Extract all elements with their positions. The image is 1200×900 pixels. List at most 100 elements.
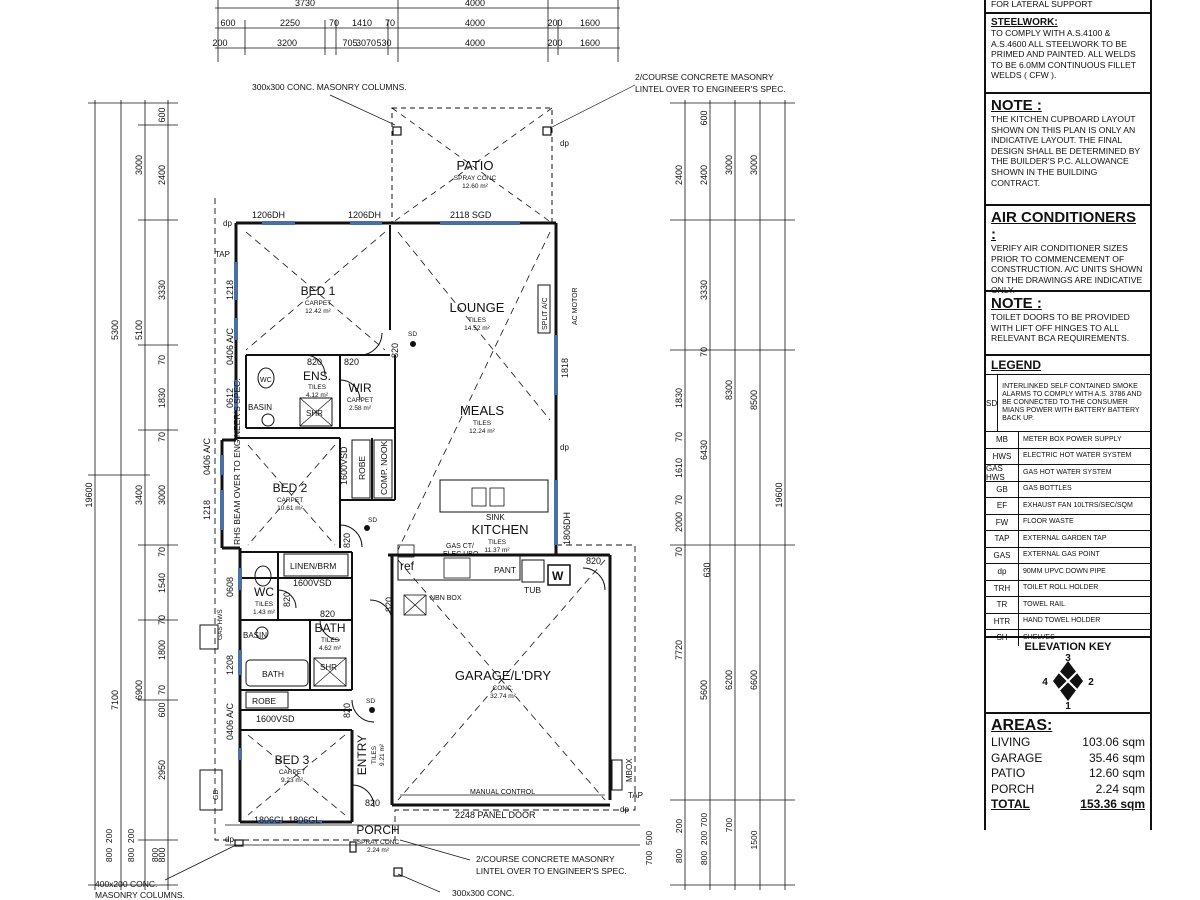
lintel-note: 2/COURSE CONCRETE MASONRY bbox=[476, 854, 615, 864]
door-dim: 820 bbox=[342, 703, 352, 718]
dim-top: 3730 bbox=[295, 0, 315, 8]
dim-right: 5600 bbox=[699, 680, 709, 700]
dim-right: 70 bbox=[699, 347, 709, 357]
dim-left: 3400 bbox=[134, 485, 144, 505]
dim-top: 4000 bbox=[465, 38, 485, 48]
room-finish: TILES bbox=[473, 420, 492, 427]
tap-label: TAP bbox=[628, 791, 643, 800]
dim-bottom: 200 bbox=[126, 829, 136, 843]
room-name-lounge: LOUNGE bbox=[450, 300, 505, 315]
dim-top: 3200 bbox=[277, 38, 297, 48]
dim-top: 70 bbox=[329, 18, 339, 28]
wc-fixture-label: WC bbox=[260, 377, 272, 384]
room-area: 14.52 m² bbox=[464, 325, 490, 332]
dim-left: 70 bbox=[157, 547, 167, 557]
shower-label: SHR bbox=[306, 409, 323, 418]
room-finish: TILES bbox=[255, 601, 274, 608]
dim-left: 3000 bbox=[157, 485, 167, 505]
area-value: 2.24 sqm bbox=[1095, 781, 1145, 796]
door-dim: 820 bbox=[365, 798, 380, 808]
legend-text: EXTERNAL GARDEN TAP bbox=[1023, 534, 1107, 542]
area-total-label: TOTAL bbox=[991, 797, 1030, 811]
basin-label: BASIN bbox=[243, 631, 267, 640]
dim-left: 1830 bbox=[157, 388, 167, 408]
legend-text: SHELVES bbox=[1023, 633, 1055, 641]
dim-bottom: 800 bbox=[674, 849, 684, 863]
dim-right: 2400 bbox=[699, 165, 709, 185]
air-conditioners-box: AIR CONDITIONERS : VERIFY AIR CONDITIONE… bbox=[986, 206, 1150, 295]
dim-right: 70 bbox=[674, 547, 684, 557]
dim-right: 600 bbox=[699, 110, 709, 125]
room-area: 2.58 m² bbox=[349, 405, 372, 412]
room-finish: SPRAY CONC bbox=[357, 839, 400, 846]
dim-left: 70 bbox=[157, 355, 167, 365]
mbox-label: MBOX bbox=[625, 758, 634, 782]
dim-left: 1800 bbox=[157, 640, 167, 660]
window-label: 1818 bbox=[560, 358, 570, 378]
robe-label: ROBE bbox=[252, 696, 276, 706]
steelwork-box: STEELWORK: TO COMPLY WITH A.S.4100 & A.S… bbox=[986, 14, 1150, 94]
dim-bottom: 700 bbox=[724, 818, 734, 832]
room-finish: CONC. bbox=[493, 685, 514, 692]
room-name-entry: ENTRY bbox=[355, 735, 369, 775]
panel-door-label: 2248 PANEL DOOR bbox=[455, 810, 536, 820]
window-label: 0406 A/C bbox=[225, 702, 235, 740]
window-label: 1218 bbox=[202, 500, 212, 520]
door-dim: 820 bbox=[384, 597, 394, 612]
air-conditioners-text: VERIFY AIR CONDITIONER SIZES PRIOR TO CO… bbox=[991, 243, 1143, 296]
legend-text: FLOOR WASTE bbox=[1023, 518, 1074, 526]
elevation-key-title: ELEVATION KEY bbox=[1024, 641, 1112, 653]
downpipe-label: dp bbox=[620, 805, 629, 814]
dim-right-outer: 19600 bbox=[774, 482, 784, 507]
dim-left: 1540 bbox=[157, 573, 167, 593]
room-finish: CARPET bbox=[347, 397, 373, 404]
dim-left-outer: 19600 bbox=[84, 482, 94, 507]
room-area: 9.21 m² bbox=[379, 743, 386, 766]
legend-symbol-icon: MB bbox=[986, 432, 1019, 448]
dim-left: 600 bbox=[157, 702, 167, 717]
note-toilet-box: NOTE : TOILET DOORS TO BE PROVIDED WITH … bbox=[986, 292, 1150, 356]
legend-row: dp90mm UPVC DOWN PIPE bbox=[986, 563, 1150, 580]
dim-left: 600 bbox=[157, 107, 167, 122]
nbn-label: NBN BOX bbox=[430, 595, 462, 602]
dim-right: 1610 bbox=[674, 458, 684, 478]
columns-note: 400x200 CONC. bbox=[95, 879, 157, 889]
dim-right: 6430 bbox=[699, 440, 709, 460]
legend-symbol-icon: TRH bbox=[986, 580, 1019, 596]
legend-symbol-icon: GB bbox=[986, 481, 1019, 497]
door-label: 1600VSD bbox=[293, 578, 332, 588]
basin-label: BASIN bbox=[248, 403, 272, 412]
dim-left: 70 bbox=[157, 615, 167, 625]
dim-top: 4000 bbox=[465, 18, 485, 28]
room-area: 1.43 m² bbox=[253, 609, 276, 616]
elevation-key-n2: 2 bbox=[1088, 677, 1094, 688]
columns-note: 300x300 CONC. bbox=[452, 888, 514, 898]
meter-box-w-symbol: W bbox=[552, 569, 564, 583]
room-finish: TILES bbox=[468, 317, 487, 324]
dim-top: 200 bbox=[212, 38, 227, 48]
dim-left: 70 bbox=[157, 432, 167, 442]
area-label: LIVING bbox=[991, 735, 1031, 749]
window-label: 0406 A/C bbox=[202, 437, 212, 475]
room-area: 4.12 m² bbox=[306, 392, 329, 399]
note-kitchen-text: THE KITCHEN CUPBOARD LAYOUT SHOWN ON THI… bbox=[991, 114, 1140, 188]
legend-symbol-icon: SD bbox=[986, 375, 999, 431]
door-dim: 820 bbox=[344, 357, 359, 367]
dim-right: 8500 bbox=[749, 390, 759, 410]
lateral-support-note: FOR LATERAL SUPPORT bbox=[986, 0, 1150, 14]
shower-label: SHR bbox=[320, 663, 337, 672]
dim-bottom: 800 bbox=[126, 848, 136, 862]
air-conditioners-title: AIR CONDITIONERS : bbox=[991, 209, 1137, 243]
lateral-support-text: FOR LATERAL SUPPORT bbox=[991, 0, 1093, 9]
dim-right: 70 bbox=[674, 432, 684, 442]
area-value: 35.46 sqm bbox=[1088, 750, 1145, 765]
note-title: NOTE : bbox=[991, 97, 1042, 114]
masonry-columns-note: 300x300 CONC. MASONRY COLUMNS. bbox=[252, 82, 407, 92]
